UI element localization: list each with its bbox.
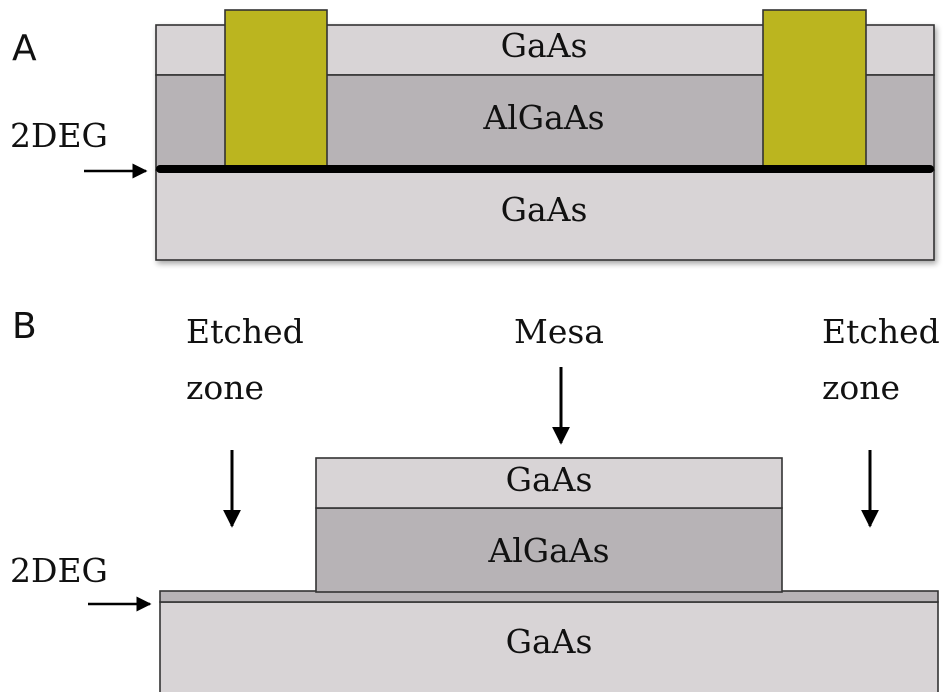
panel-a-left-contact — [224, 9, 328, 167]
panel-b-top-layer-label: GaAs — [506, 460, 593, 499]
panel-b-middle-layer-label: AlGaAs — [487, 531, 609, 570]
panel-b-right-etched-label: Etched — [822, 312, 940, 351]
panel-b-left-etched-label: Etched — [186, 312, 304, 351]
panel-a-2deg-label: 2DEG — [10, 116, 108, 155]
panel-b-bottom-gaas-layer — [159, 601, 939, 692]
panel-b-mesa-label: Mesa — [514, 312, 604, 351]
panel-b-letter: B — [12, 306, 37, 347]
panel-b-2deg-label: 2DEG — [10, 551, 108, 590]
panel-a-middle-layer-label: AlGaAs — [482, 98, 604, 137]
panel-b-right-zone-label: zone — [822, 368, 900, 407]
panel-b: B GaAs AlGaAs GaAs Etched zone Mesa Etch… — [10, 306, 940, 692]
panel-a-letter: A — [12, 28, 37, 69]
panel-a-right-contact — [762, 9, 867, 167]
panel-b-left-zone-label: zone — [186, 368, 264, 407]
panel-a-bottom-layer-label: GaAs — [501, 190, 588, 229]
panel-b-bottom-layer-label: GaAs — [506, 622, 593, 661]
panel-a-top-layer-label: GaAs — [501, 26, 588, 65]
panel-b-mesa-gaas-layer — [315, 457, 783, 509]
panel-a: A GaAs AlGaAs GaAs 2DEG — [10, 9, 935, 261]
